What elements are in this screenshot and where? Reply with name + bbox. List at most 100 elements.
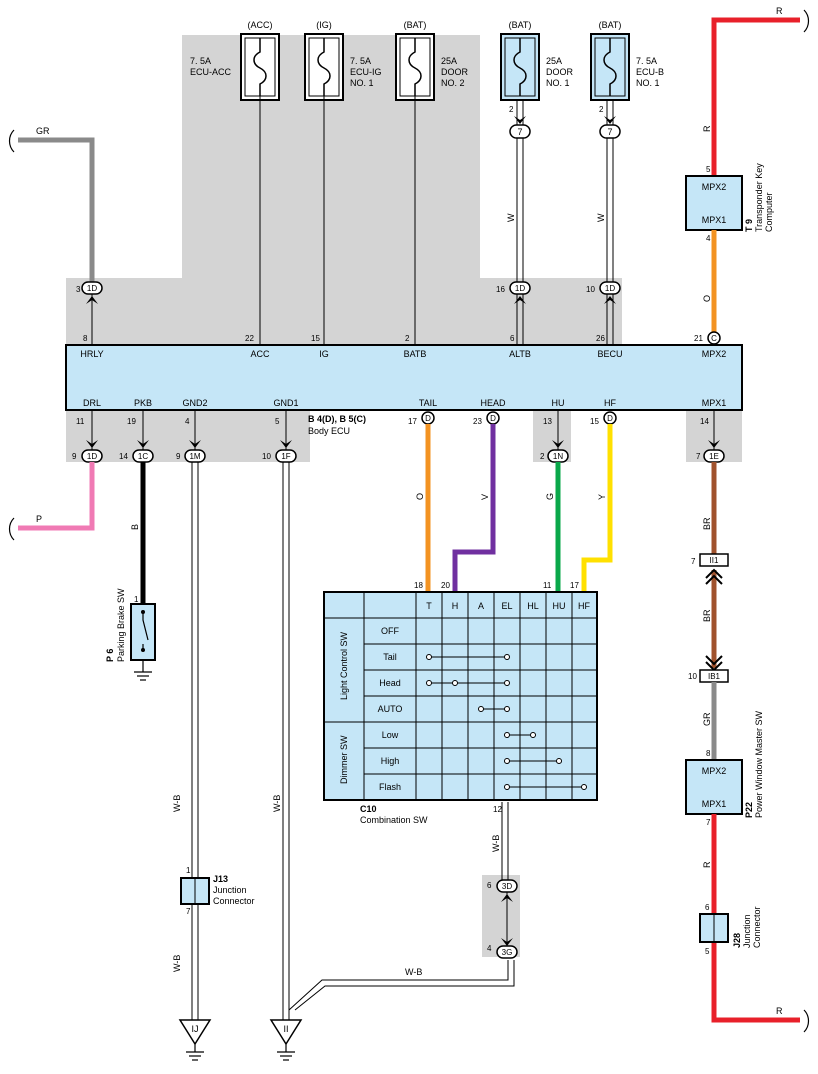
svg-text:8: 8: [706, 749, 711, 758]
connector-1D-hrly: 3 1D: [76, 281, 103, 345]
connector-d-head: D: [486, 411, 500, 425]
svg-text:3G: 3G: [502, 948, 513, 957]
ecu-name: Body ECU: [308, 426, 350, 436]
svg-text:ALTB: ALTB: [509, 349, 531, 359]
svg-text:G: G: [545, 493, 555, 500]
wire-break-icon: [8, 129, 15, 153]
svg-text:C: C: [711, 334, 717, 343]
fuse-lines: [259, 86, 416, 345]
svg-text:MPX1: MPX1: [702, 799, 727, 809]
svg-text:25A: 25A: [546, 56, 562, 66]
wire-color-label: W: [506, 213, 516, 222]
svg-text:5: 5: [705, 947, 710, 956]
svg-text:HU: HU: [552, 398, 565, 408]
svg-text:6: 6: [487, 881, 492, 890]
svg-text:Connector: Connector: [752, 906, 762, 948]
svg-text:High: High: [381, 756, 400, 766]
svg-text:16: 16: [496, 285, 505, 294]
wire-y: Y: [581, 424, 613, 592]
svg-text:BR: BR: [702, 609, 712, 622]
connector-II1: 7 II1: [691, 553, 729, 585]
arrow-icon: [604, 296, 616, 304]
pin-label: 2: [509, 105, 514, 114]
svg-text:NO. 1: NO. 1: [350, 78, 374, 88]
svg-text:17: 17: [408, 417, 417, 426]
svg-text:GND2: GND2: [182, 398, 207, 408]
connector-1D-altb: 16 1D: [496, 281, 531, 304]
svg-text:7. 5A: 7. 5A: [190, 56, 211, 66]
svg-text:17: 17: [570, 581, 579, 590]
ground-icon: [134, 671, 152, 681]
svg-text:9: 9: [72, 452, 77, 461]
svg-text:R: R: [776, 1006, 783, 1016]
connector-7-a: 7: [509, 124, 531, 139]
parking-brake-sw: 1 P 6 Parking Brake SW: [105, 588, 156, 681]
svg-text:Junction: Junction: [742, 914, 752, 948]
svg-text:3D: 3D: [502, 882, 512, 891]
svg-text:14: 14: [700, 417, 709, 426]
wire-b: B: [130, 462, 146, 604]
wire-o-tail: O: [415, 424, 431, 592]
wire-br: BR BR: [702, 462, 717, 668]
ecu-bottom-leads: [91, 410, 715, 450]
svg-text:5: 5: [275, 417, 280, 426]
svg-text:Connector: Connector: [213, 896, 255, 906]
svg-text:(IG): (IG): [316, 20, 332, 30]
svg-text:Parking Brake SW: Parking Brake SW: [116, 588, 126, 662]
power-window-master-sw: 8 MPX2 MPX1 7 P22 Power Window Master SW: [685, 710, 764, 827]
arrow-icon: [514, 116, 526, 124]
ground-icon: [277, 1051, 295, 1061]
wire-color-label: W-B: [172, 955, 182, 972]
svg-text:Head: Head: [379, 678, 401, 688]
svg-text:Low: Low: [382, 730, 399, 740]
wire-color-label: W-B: [272, 795, 282, 812]
svg-text:13: 13: [543, 417, 552, 426]
svg-text:4: 4: [185, 417, 190, 426]
svg-text:II: II: [283, 1024, 288, 1034]
svg-text:MPX2: MPX2: [702, 182, 727, 192]
svg-text:Dimmer SW: Dimmer SW: [339, 735, 349, 784]
svg-text:Tail: Tail: [383, 652, 397, 662]
wire-break-icon: [8, 517, 15, 541]
fuse-icon: [317, 38, 331, 96]
svg-text:IB1: IB1: [708, 672, 721, 681]
svg-text:ECU-B: ECU-B: [636, 67, 664, 77]
svg-text:1: 1: [134, 595, 139, 604]
connector-1N: 2 1N: [540, 449, 569, 463]
svg-text:NO. 1: NO. 1: [636, 78, 660, 88]
svg-text:1C: 1C: [138, 452, 148, 461]
wire-w-pair: [516, 100, 614, 345]
svg-text:(BAT): (BAT): [404, 20, 427, 30]
svg-text:5: 5: [706, 165, 711, 174]
svg-text:6: 6: [705, 903, 710, 912]
svg-text:1D: 1D: [87, 284, 97, 293]
continuity-marks: [426, 654, 587, 790]
svg-text:R: R: [776, 6, 783, 16]
svg-text:(BAT): (BAT): [599, 20, 622, 30]
wire-gr2: GR: [702, 682, 717, 760]
svg-text:HEAD: HEAD: [480, 398, 506, 408]
connector-1C: 14 1C: [119, 449, 154, 463]
wire-color-label: W-B: [491, 835, 501, 852]
svg-text:26: 26: [596, 334, 605, 343]
wire-wb-group: [191, 462, 515, 1020]
arrow-icons: [86, 440, 720, 448]
svg-text:ACC: ACC: [250, 349, 270, 359]
svg-text:1E: 1E: [709, 452, 719, 461]
svg-text:DOOR: DOOR: [441, 67, 469, 77]
svg-text:IJ: IJ: [191, 1024, 198, 1034]
svg-text:(ACC): (ACC): [248, 20, 273, 30]
fuse-icon: [253, 38, 267, 96]
svg-text:GND1: GND1: [273, 398, 298, 408]
svg-text:11: 11: [543, 581, 552, 590]
connector-7-b: 7: [599, 124, 621, 139]
svg-text:(BAT): (BAT): [509, 20, 532, 30]
svg-text:9: 9: [176, 452, 181, 461]
wire-color-label: W-B: [172, 795, 182, 812]
svg-text:D: D: [490, 414, 496, 423]
svg-text:19: 19: [127, 417, 136, 426]
svg-text:R: R: [702, 125, 712, 132]
combo-code: C10: [360, 804, 377, 814]
svg-text:1M: 1M: [189, 452, 200, 461]
svg-text:1D: 1D: [605, 284, 615, 293]
